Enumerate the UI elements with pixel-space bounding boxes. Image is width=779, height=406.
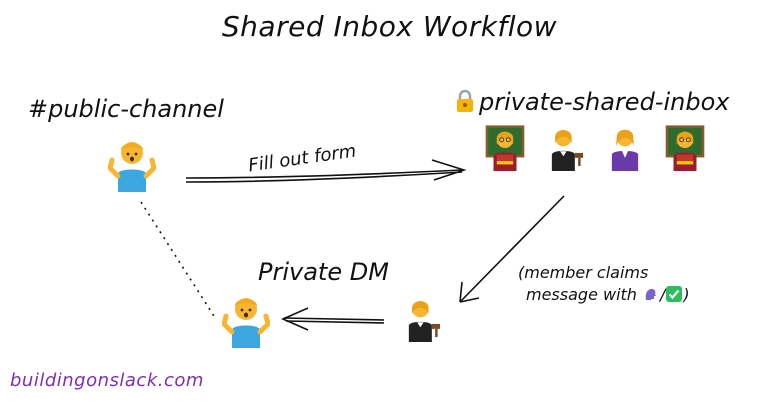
private-dm-label: Private DM	[258, 258, 389, 286]
brand-link[interactable]: buildingonslack.com	[10, 370, 204, 391]
speaking-head-icon	[643, 286, 659, 302]
private-inbox-name: private-shared-inbox	[479, 88, 730, 116]
claim-note-suffix: )	[683, 285, 690, 304]
teacher-icon	[485, 125, 525, 175]
lock-icon	[455, 89, 475, 113]
claim-note-line2: message with / )	[518, 284, 690, 306]
dotted-connector	[140, 201, 215, 317]
claim-note: (member claims message with / )	[518, 262, 690, 306]
office-worker-icon	[605, 125, 645, 175]
inbox-members	[485, 125, 705, 175]
judge-icon	[402, 296, 442, 346]
claim-note-separator: /	[660, 285, 666, 304]
form-arrow	[185, 159, 467, 183]
diagram-title: Shared Inbox Workflow	[221, 10, 558, 43]
judge-icon	[545, 125, 585, 175]
claim-arrow	[459, 195, 565, 303]
teacher-icon	[665, 125, 705, 175]
claim-note-prefix: message with	[526, 285, 643, 304]
claim-note-line1: (member claims	[518, 263, 649, 282]
public-channel-label: #public-channel	[28, 95, 224, 123]
check-box-icon	[666, 286, 683, 302]
private-inbox-label: private-shared-inbox	[455, 88, 729, 116]
reply-arrow	[281, 307, 385, 331]
person-shrugging-icon	[107, 138, 157, 198]
person-shrugging-icon	[221, 294, 271, 354]
